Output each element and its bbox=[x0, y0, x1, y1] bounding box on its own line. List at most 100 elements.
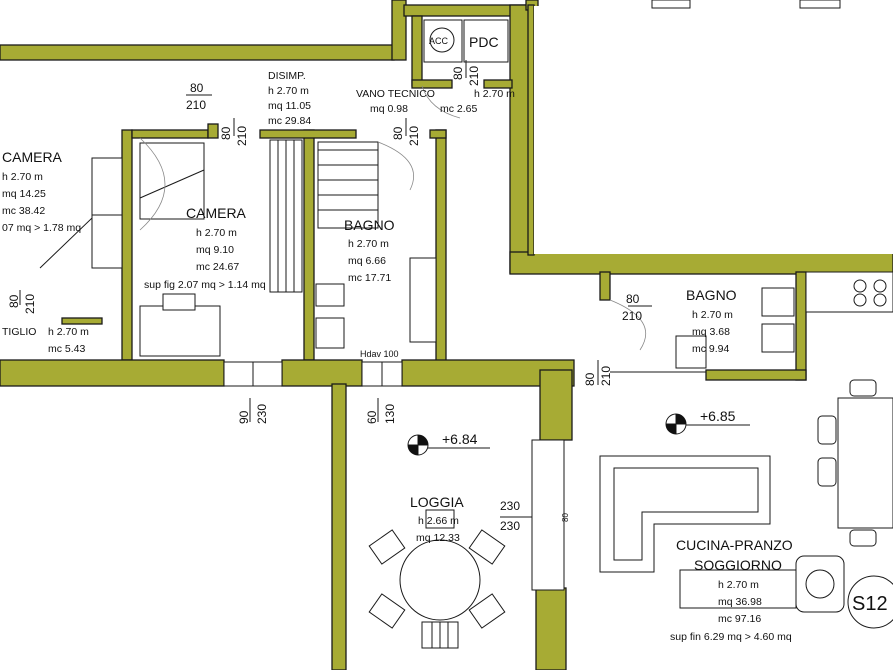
wall-court-horizontal bbox=[509, 251, 893, 275]
level-cucina: +6.85 bbox=[700, 408, 736, 424]
room-vano-name: VANO TECNICO bbox=[356, 88, 435, 100]
room-disimp-mc: mc 29.84 bbox=[268, 115, 311, 127]
door-5-width: 80 bbox=[7, 294, 21, 308]
pdc-unit bbox=[463, 19, 509, 63]
wall-disimp-top bbox=[259, 129, 357, 139]
door-2-height: 210 bbox=[235, 126, 249, 146]
sink-sbagno bbox=[761, 287, 795, 317]
shower-bagno-mid bbox=[317, 141, 379, 229]
dimension-dividers bbox=[19, 60, 652, 518]
hdav-label: Hdav 100 bbox=[360, 349, 399, 359]
room-bagno-mid-h: h 2.70 m bbox=[348, 238, 389, 250]
wall-top-connector bbox=[391, 0, 407, 61]
room-camera-left-sup: 07 mq > 1.78 mq bbox=[2, 222, 81, 234]
wall-right-lower bbox=[539, 369, 573, 441]
door-6-width: 80 bbox=[626, 292, 640, 306]
door-2-width: 80 bbox=[219, 126, 233, 140]
chair-camera-mid bbox=[162, 293, 196, 311]
room-loggia-h: h 2.66 m bbox=[418, 515, 459, 527]
wall-top-left bbox=[0, 44, 395, 61]
room-labels: CAMERA h 2.70 m mq 14.25 mc 38.42 07 mq … bbox=[2, 34, 888, 643]
window-dimensions: 90 230 60 130 230 230 bbox=[237, 404, 520, 533]
tv-bench bbox=[679, 569, 797, 609]
room-vano-h: h 2.70 m bbox=[474, 88, 515, 100]
room-cucina-h: h 2.70 m bbox=[718, 579, 759, 591]
room-cucina-sup: sup fin 6.29 mq > 4.60 mq bbox=[670, 631, 792, 643]
door-1-width: 80 bbox=[190, 81, 204, 95]
equipment-pdc: PDC bbox=[469, 34, 499, 50]
wall-bottom-band-left bbox=[0, 359, 225, 387]
room-vano-mc: mc 2.65 bbox=[440, 103, 478, 115]
room-cucina-mq: mq 36.98 bbox=[718, 596, 762, 608]
door-6-height: 210 bbox=[622, 309, 642, 323]
wall-sbagno-left bbox=[599, 271, 611, 301]
room-bagno-mid-mq: mq 6.66 bbox=[348, 255, 386, 267]
room-bagno-right-h: h 2.70 m bbox=[692, 309, 733, 321]
wall-left-room-bottom bbox=[61, 317, 103, 325]
room-bagno-mid-name: BAGNO bbox=[344, 217, 395, 233]
wall-bagno-right bbox=[435, 129, 447, 363]
door-dimensions: 80 210 80 210 80 210 80 210 80 210 80 21… bbox=[7, 66, 642, 522]
wall-bagno-left-top bbox=[207, 123, 219, 139]
wall-loggia-left bbox=[331, 383, 347, 670]
room-bagno-mid-mc: mc 17.71 bbox=[348, 272, 391, 284]
wall-camera-mid-right bbox=[303, 129, 315, 361]
armchair bbox=[795, 555, 845, 613]
door-1-height: 210 bbox=[186, 98, 206, 112]
room-cucina-name: CUCINA-PRANZO bbox=[676, 537, 793, 553]
section-tag: S12 bbox=[852, 593, 888, 615]
desk-camera-mid bbox=[139, 305, 221, 357]
wall-right-bottom bbox=[535, 587, 567, 670]
room-disimp-name: DISIMP. bbox=[268, 70, 306, 82]
door-4-width: 80 bbox=[451, 66, 465, 80]
wall-vano-bottom-right bbox=[483, 79, 513, 89]
room-camera-mid-name: CAMERA bbox=[186, 205, 247, 221]
loggia-table bbox=[399, 539, 481, 621]
room-cucina-mc: mc 97.16 bbox=[718, 613, 761, 625]
wall-top-mid bbox=[403, 4, 527, 17]
door-5-height: 210 bbox=[23, 294, 37, 314]
window-2-width: 60 bbox=[365, 410, 379, 424]
wall-sbagno-bottom bbox=[705, 369, 807, 381]
room-loggia-mq: mq 12.33 bbox=[416, 532, 460, 544]
room-bagno-right-mc: mc 9.94 bbox=[692, 343, 730, 355]
wall-vano-left bbox=[411, 15, 423, 87]
room-cucina-name2: SOGGIORNO bbox=[694, 557, 782, 573]
level-markers bbox=[407, 413, 750, 456]
room-camera-left-name: CAMERA bbox=[2, 149, 63, 165]
equipment-acc: ACC bbox=[429, 36, 449, 46]
room-loggia-name: LOGGIA bbox=[410, 494, 464, 510]
room-vano-mq: mq 0.98 bbox=[370, 103, 408, 115]
level-loggia: +6.84 bbox=[442, 431, 478, 447]
dining-table bbox=[837, 397, 893, 529]
room-disimp-h: h 2.70 m bbox=[268, 85, 309, 97]
room-tiglio-mc: mc 5.43 bbox=[48, 343, 86, 355]
door-8-width: 80 bbox=[561, 513, 570, 522]
door-3-height: 210 bbox=[407, 126, 421, 146]
sofa bbox=[599, 455, 771, 573]
room-camera-left-mc: mc 38.42 bbox=[2, 205, 45, 217]
room-camera-mid-sup: sup fig 2.07 mq > 1.14 mq bbox=[144, 279, 266, 291]
room-tiglio-name: TIGLIO bbox=[2, 326, 36, 338]
section-tag-circle bbox=[847, 575, 893, 629]
window-3-width: 230 bbox=[500, 499, 520, 513]
room-disimp-mq: mq 11.05 bbox=[268, 100, 311, 112]
door-4-height: 210 bbox=[467, 66, 481, 86]
room-bagno-right-mq: mq 3.68 bbox=[692, 326, 730, 338]
wall-camera-left-right bbox=[121, 129, 133, 361]
court-opening bbox=[534, 6, 893, 254]
wall-court-inner bbox=[527, 4, 535, 256]
wall-bottom-band-mid bbox=[281, 359, 363, 387]
room-tiglio-h: h 2.70 m bbox=[48, 326, 89, 338]
window-1-width: 90 bbox=[237, 410, 251, 424]
door-3-width: 80 bbox=[391, 126, 405, 140]
door-7-height: 210 bbox=[599, 366, 613, 386]
wall-vano-bottom bbox=[411, 79, 453, 89]
bed-camera-mid bbox=[139, 142, 205, 220]
room-camera-mid-h: h 2.70 m bbox=[196, 227, 237, 239]
window-2-height: 130 bbox=[383, 404, 397, 424]
room-camera-left-h: h 2.70 m bbox=[2, 171, 43, 183]
wall-bagno-top-right bbox=[429, 129, 447, 139]
